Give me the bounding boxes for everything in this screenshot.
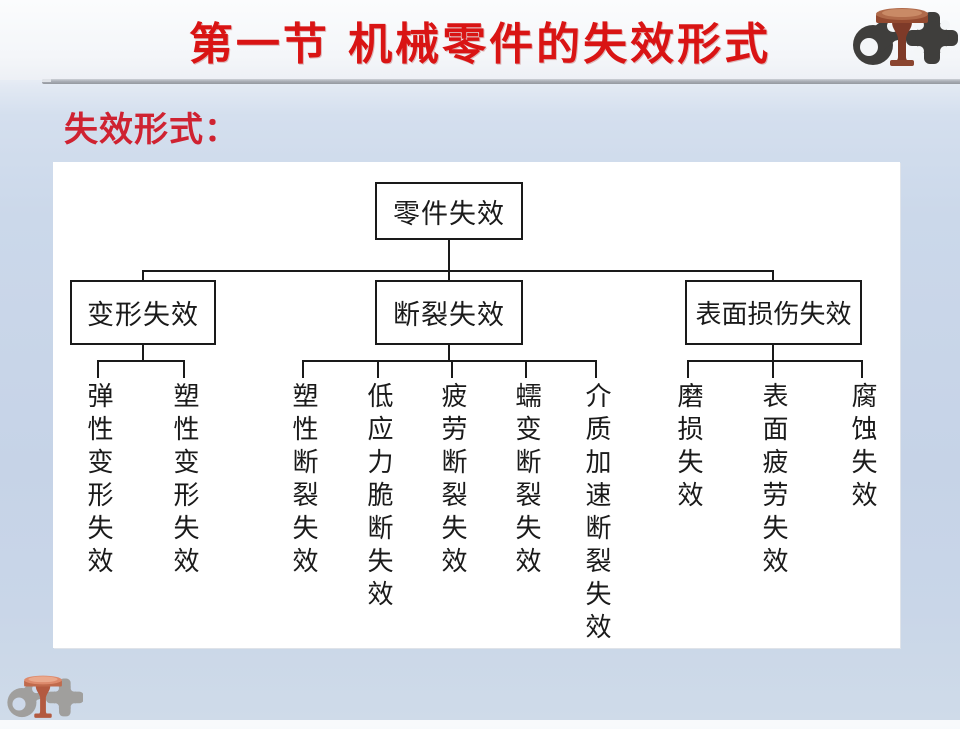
gear-tool-logo-bottom-left [3, 668, 84, 724]
connector-b2-leaf4 [525, 360, 527, 378]
connector-b2-drop [448, 345, 450, 360]
slide-title: 第一节 机械零件的失效形式 [188, 19, 772, 70]
connector-b3-leaf1 [687, 360, 689, 378]
leaf-plastic-fracture: 塑性断裂失效 [289, 382, 318, 580]
connector-b2-bus [302, 360, 597, 362]
header-divider [42, 79, 960, 84]
tree-root-node: 零件失效 [375, 182, 523, 240]
leaf-low-stress-brittle: 低应力脆断失效 [364, 382, 393, 613]
gear-tool-icon [7, 675, 84, 718]
connector-stub-b2 [448, 270, 450, 280]
branch-node-surface-damage: 表面损伤失效 [685, 280, 862, 345]
connector-b1-bus [97, 360, 185, 362]
connector-b2-leaf5 [595, 360, 597, 378]
leaf-surface-fatigue: 表面疲劳失效 [759, 382, 788, 580]
branch-node-deformation: 变形失效 [70, 280, 216, 345]
connector-b1-drop [142, 345, 144, 360]
branch-node-fracture: 断裂失效 [375, 280, 523, 345]
connector-level1-bus [142, 270, 774, 272]
header-band [0, 0, 960, 80]
connector-b1-leaf1 [97, 360, 99, 378]
connector-b3-bus [687, 360, 862, 362]
connector-b2-leaf1 [302, 360, 304, 378]
subtitle: 失效形式： [64, 112, 239, 149]
connector-b3-drop [772, 345, 774, 360]
leaf-wear-failure: 磨损失效 [674, 382, 703, 514]
leaf-fatigue-fracture: 疲劳断裂失效 [438, 382, 467, 580]
connector-b1-leaf2 [183, 360, 185, 378]
connector-root-drop [448, 240, 450, 270]
connector-b2-leaf2 [377, 360, 379, 378]
leaf-corrosion-failure: 腐蚀失效 [848, 382, 877, 514]
connector-stub-b1 [142, 270, 144, 280]
leaf-elastic-deformation: 弹性变形失效 [84, 382, 113, 580]
gear-tool-icon [853, 8, 958, 66]
connector-b3-leaf2 [772, 360, 774, 378]
connector-stub-b3 [772, 270, 774, 280]
failure-tree-panel: 零件失效 变形失效 断裂失效 表面损伤失效 弹性变形失效 塑性变形失效 塑性断裂… [53, 162, 900, 648]
leaf-medium-accel-fracture: 介质加速断裂失效 [582, 382, 611, 646]
connector-b3-leaf3 [861, 360, 863, 378]
leaf-plastic-deformation: 塑性变形失效 [170, 382, 199, 580]
leaf-creep-fracture: 蠕变断裂失效 [512, 382, 541, 580]
gear-tool-logo-top-right [846, 4, 958, 68]
connector-b2-leaf3 [451, 360, 453, 378]
